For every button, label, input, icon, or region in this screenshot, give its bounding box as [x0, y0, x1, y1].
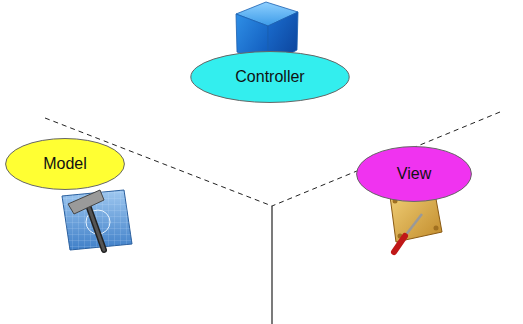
ellipse-node: View	[356, 146, 472, 202]
node-label: Model	[43, 155, 87, 173]
ellipse-node: Model	[5, 138, 125, 190]
node-label: View	[397, 165, 431, 183]
node-label: Controller	[235, 68, 304, 86]
hammer-blueprint-icon	[62, 190, 132, 250]
ellipse-node: Controller	[190, 51, 350, 103]
divider-line	[272, 112, 500, 206]
divider-line	[271, 206, 272, 324]
